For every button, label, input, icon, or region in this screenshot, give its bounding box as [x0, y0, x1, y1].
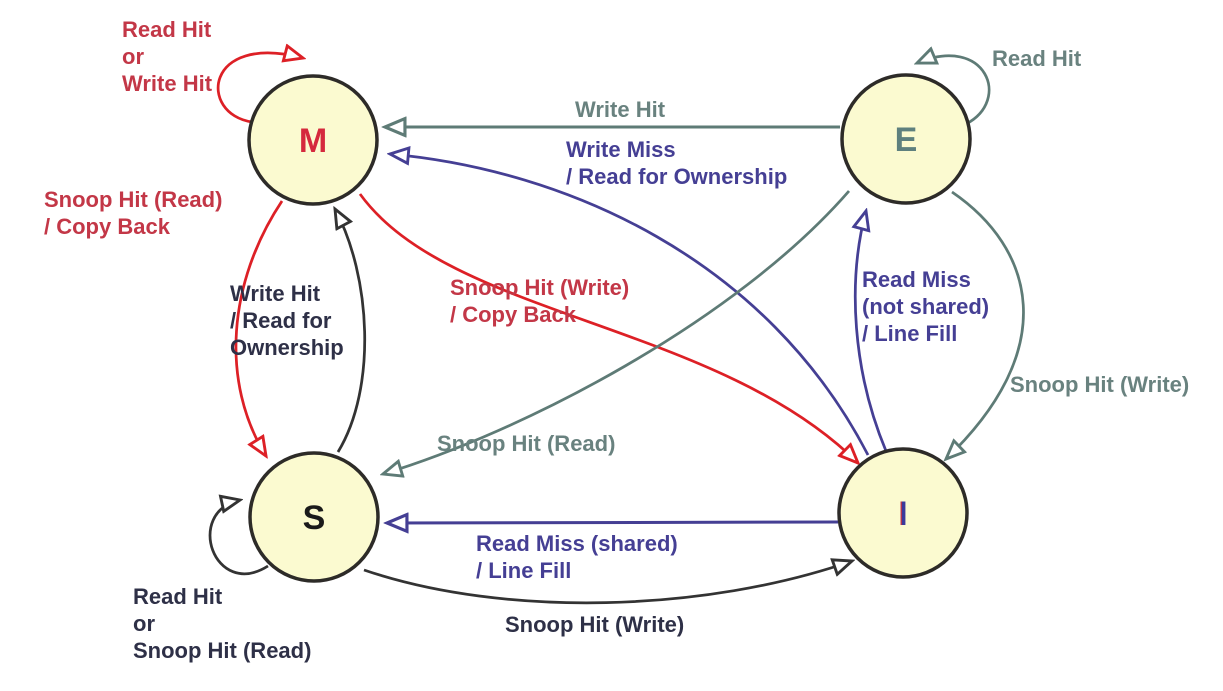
edge-label-i-to-s: Read Miss (shared) / Line Fill [476, 531, 678, 583]
edge-label-e-to-s: Snoop Hit (Read) [437, 431, 616, 456]
state-node-exclusive [840, 73, 972, 205]
edge-label-s-to-i: Snoop Hit (Write) [505, 612, 685, 637]
state-letter-e: E [895, 121, 918, 159]
edge-m-self-loop-arrow [216, 53, 303, 124]
edge-s-self-loop-arrow [208, 500, 269, 575]
state-letter-s: S [303, 499, 326, 537]
edge-s-to-m-arrow [335, 209, 367, 453]
edge-e-to-s-arrow [383, 190, 851, 474]
edge-e-to-i-arrow [946, 190, 1025, 459]
edge-i-to-m-arrow [390, 154, 870, 456]
edge-i-to-s-arrow [387, 522, 839, 523]
edge-label-e-to-i: Snoop Hit (Write) [1010, 372, 1190, 397]
edge-label-i-to-m: Write Miss / Read for Ownership [566, 137, 788, 189]
state-letter-m: M [299, 122, 327, 160]
state-node-invalid [837, 447, 969, 579]
edge-m-to-i-arrow [358, 193, 858, 463]
edge-e-self-loop-arrow [917, 56, 991, 126]
state-letter-i: I [898, 495, 907, 533]
state-nodes: M E S I [247, 73, 972, 583]
state-node-modified [247, 74, 379, 206]
edge-label-m-to-i: Snoop Hit (Write) / Copy Back [450, 275, 630, 327]
state-node-shared [248, 451, 380, 583]
edge-label-s-to-m: Write Hit / Read for Ownership [230, 281, 344, 360]
edge-label-m-to-s: Snoop Hit (Read) / Copy Back [44, 187, 223, 239]
edge-label-e-to-m: Write Hit [575, 97, 666, 122]
edge-label-s-self: Read Hit or Snoop Hit (Read) [133, 584, 312, 663]
edge-label-e-self: Read Hit [992, 46, 1082, 71]
edge-i-to-e-arrow [855, 211, 888, 452]
edge-s-to-i-arrow [363, 561, 852, 605]
edge-label-m-self: Read Hit or Write Hit [122, 17, 213, 96]
edge-label-i-to-e: Read Miss (not shared) / Line Fill [862, 267, 990, 346]
edge-m-to-s-arrow [234, 200, 284, 456]
transition-edges [208, 53, 1025, 605]
